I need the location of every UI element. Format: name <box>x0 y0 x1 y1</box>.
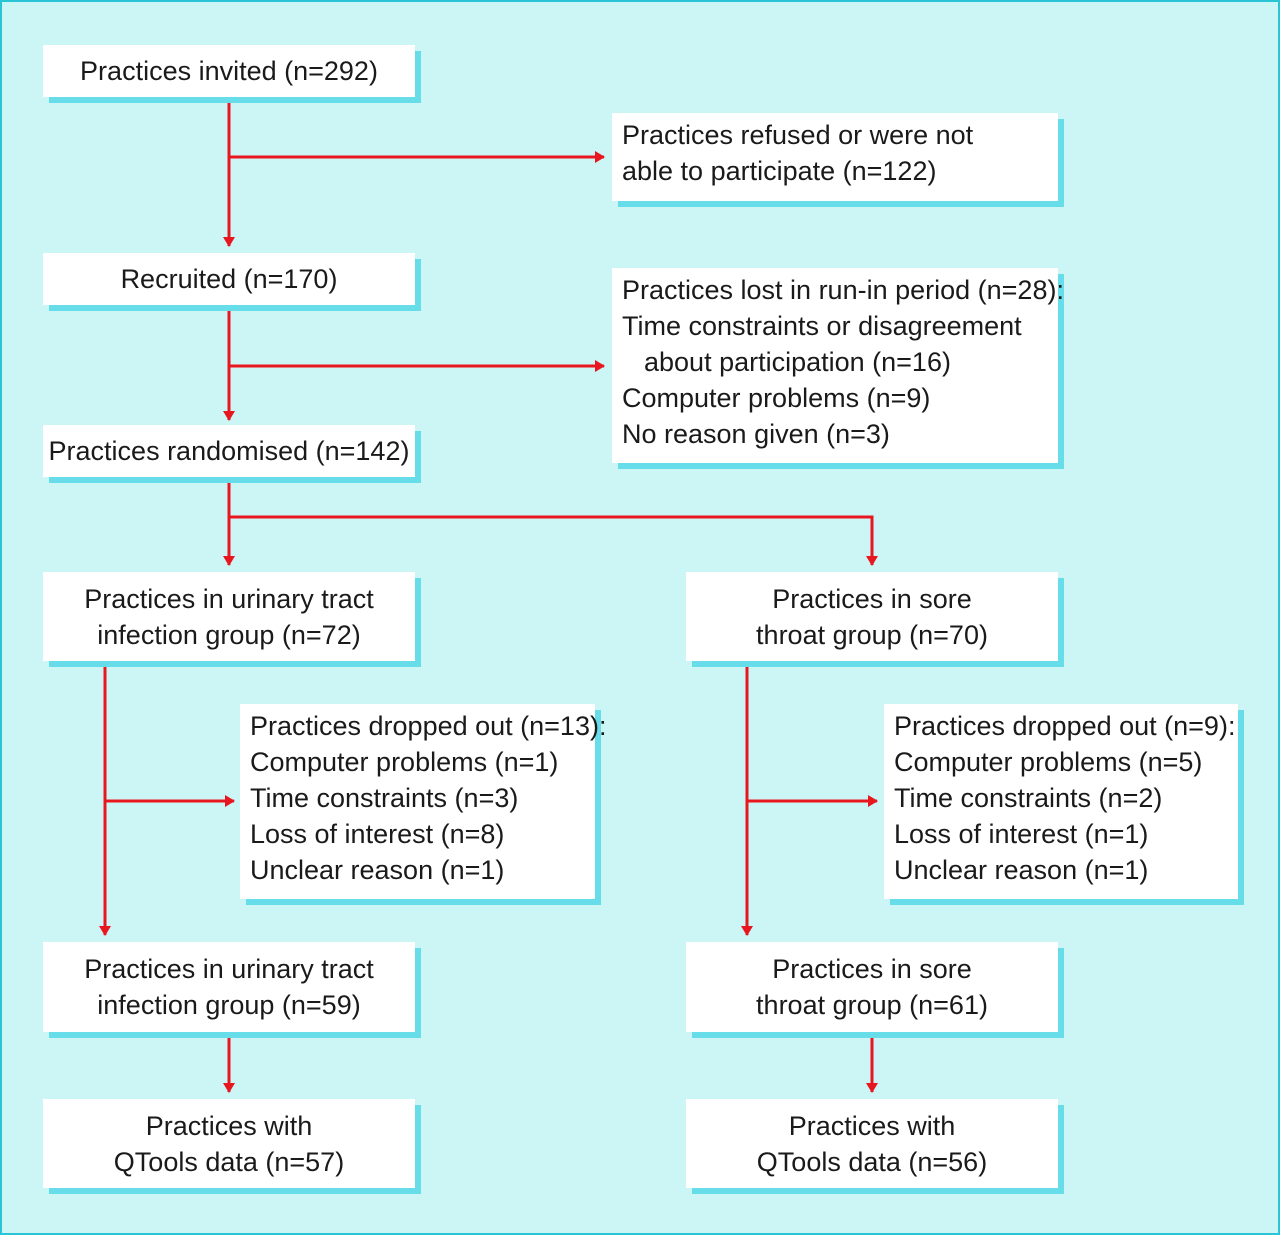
box-practices-refused: Practices refused or were not able to pa… <box>612 113 1058 201</box>
box-sore-throat-group: Practices in sore throat group (n=70) <box>686 572 1058 661</box>
box-uti-group: Practices in urinary tract infection gro… <box>43 572 415 661</box>
arrow-randomised-to-sore <box>229 515 878 566</box>
box-text-line: infection group (n=72) <box>97 619 361 650</box>
box-text-line: No reason given (n=3) <box>622 419 890 449</box>
box-sore-dropped-out: Practices dropped out (n=9): Computer pr… <box>884 704 1238 899</box>
box-text-line: Practices dropped out (n=13): <box>250 711 607 741</box>
box-text-line: Loss of interest (n=1) <box>894 819 1149 849</box>
box-text-line: QTools data (n=57) <box>113 1146 345 1177</box>
box-text-line: about participation (n=16) <box>644 347 951 377</box>
box-text-line: Practices dropped out (n=9): <box>894 711 1236 741</box>
box-sore-final: Practices in sore throat group (n=61) <box>686 942 1058 1032</box>
box-text-line: Practices in urinary tract <box>84 583 374 614</box>
box-uti-qtools: Practices with QTools data (n=57) <box>43 1099 415 1188</box>
box-text-line: Practices in sore <box>772 954 972 984</box>
box-text-line: Practices refused or were not <box>622 120 974 150</box>
box-text-line: Time constraints (n=2) <box>894 783 1163 813</box>
box-text-line: Time constraints or disagreement <box>622 311 1022 341</box>
box-text-line: Practices in urinary tract <box>84 954 374 984</box>
box-text-line: Unclear reason (n=1) <box>250 855 505 885</box>
box-text-line: Loss of interest (n=8) <box>250 819 505 849</box>
box-text-line: Recruited (n=170) <box>120 264 338 294</box>
box-text-line: Computer problems (n=5) <box>894 747 1203 777</box>
box-sore-qtools: Practices with QTools data (n=56) <box>686 1099 1058 1188</box>
box-text-line: QTools data (n=56) <box>756 1146 988 1177</box>
box-text-line: Practices in sore <box>772 583 972 614</box>
box-text-line: Practices lost in run-in period (n=28): <box>622 275 1064 305</box>
box-recruited: Recruited (n=170) <box>43 253 415 305</box>
box-text-line: Practices randomised (n=142) <box>48 436 410 466</box>
box-text-line: Practices with <box>788 1110 956 1141</box>
box-text-line: Computer problems (n=9) <box>622 383 931 413</box>
box-lost-run-in: Practices lost in run-in period (n=28): … <box>612 268 1064 463</box>
box-text-line: able to participate (n=122) <box>622 156 937 186</box>
box-text-line: Time constraints (n=3) <box>250 783 519 813</box>
box-text-line: throat group (n=61) <box>756 990 988 1020</box>
box-uti-final: Practices in urinary tract infection gro… <box>43 942 415 1032</box>
box-text-line: Computer problems (n=1) <box>250 747 559 777</box>
box-text-line: Practices invited (n=292) <box>80 56 378 86</box>
box-practices-invited: Practices invited (n=292) <box>43 45 415 97</box>
box-practices-randomised: Practices randomised (n=142) <box>43 425 415 477</box>
box-text-line: throat group (n=70) <box>756 619 988 650</box>
box-text-line: infection group (n=59) <box>97 990 361 1020</box>
box-text-line: Unclear reason (n=1) <box>894 855 1149 885</box>
box-uti-dropped-out: Practices dropped out (n=13): Computer p… <box>240 704 607 899</box>
box-text-line: Practices with <box>145 1110 313 1141</box>
